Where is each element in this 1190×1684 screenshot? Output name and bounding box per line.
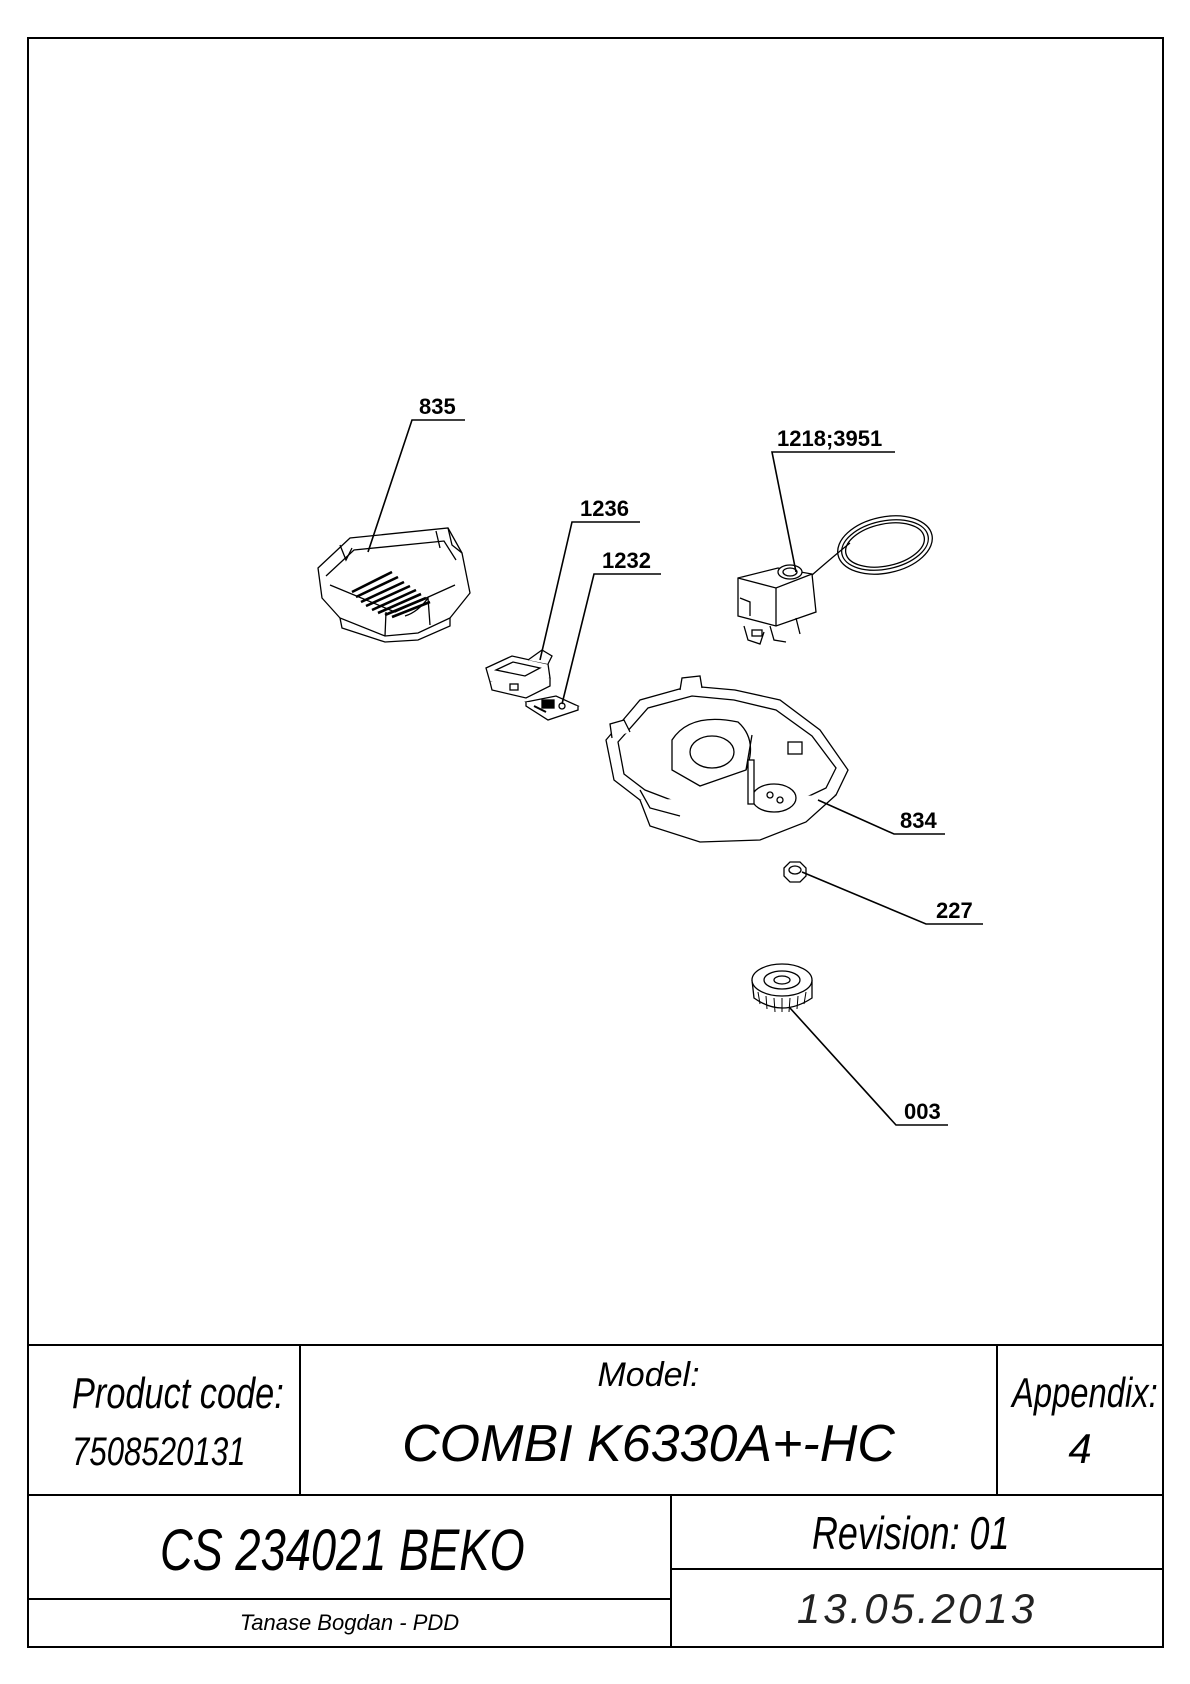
leader-1218 [771,451,895,573]
callout-1218-3951: 1218;3951 [777,426,882,451]
callout-835: 835 [419,394,456,419]
leader-lines [367,419,983,1126]
callout-1232: 1232 [602,548,651,573]
part-1232-pcb [524,695,580,721]
callout-1236: 1236 [580,496,629,521]
part-1236-bracket [485,649,553,699]
product-code-value: 7508520131 [72,1430,246,1474]
part-834-housing [605,675,849,843]
author: Tanase Bogdan - PDD [239,1610,460,1635]
document-number: CS 234021 BEKO [160,1518,525,1583]
appendix-value: 4 [1068,1425,1092,1472]
leader-835 [367,419,465,553]
callout-227: 227 [936,898,973,923]
part-835-cover [317,527,471,643]
leader-1232 [561,573,661,705]
part-1218-thermostat [737,515,933,645]
appendix-label: Appendix: [1012,1369,1158,1416]
leader-227 [801,871,983,925]
leader-1236 [539,521,640,661]
model-label: Model: [597,1356,700,1394]
callout-003: 003 [904,1099,941,1124]
leader-834 [817,799,945,835]
model-value: COMBI K6330A+-HC [402,1415,895,1473]
part-003-knob [751,963,813,1013]
leader-003 [789,1007,948,1126]
cover-vent-slots [351,570,431,619]
date: 13.05.2013 [796,1585,1038,1632]
callout-834: 834 [900,808,937,833]
sheet-border [27,37,1164,1648]
revision: Revision: 01 [812,1507,1010,1559]
part-227-nut [783,861,807,883]
product-code-label: Product code: [72,1369,284,1418]
title-block-grid [28,1344,1163,1647]
